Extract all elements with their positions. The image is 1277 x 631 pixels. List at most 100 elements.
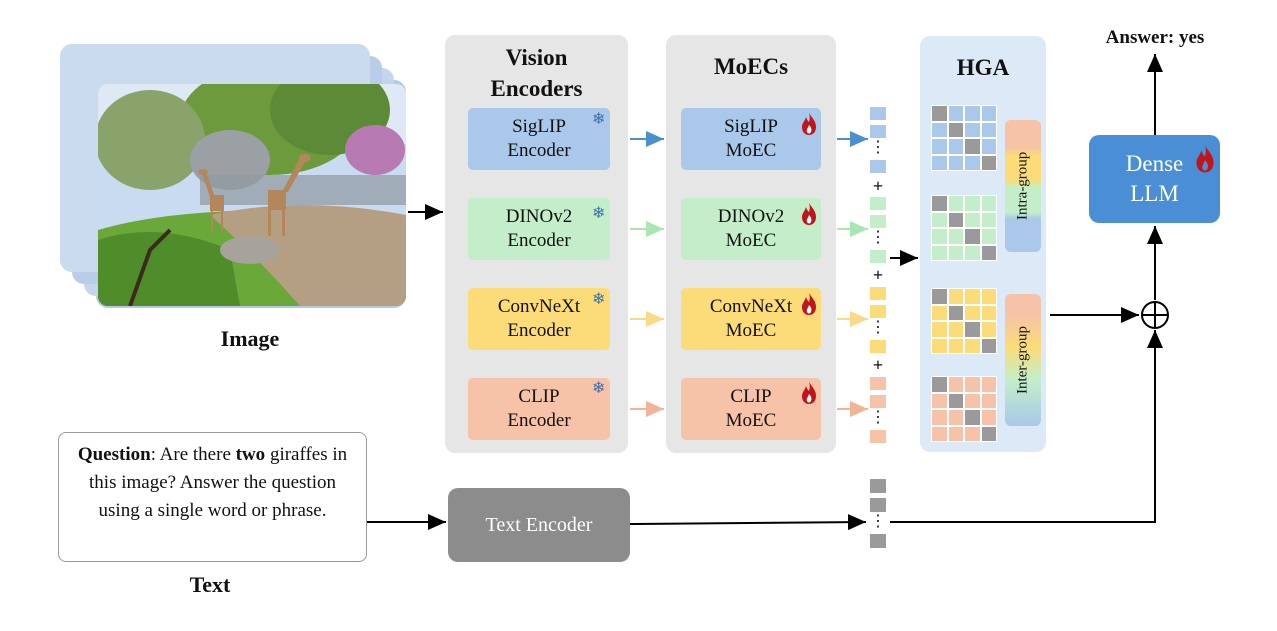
attention-cell xyxy=(964,138,981,155)
attention-cell xyxy=(980,337,997,354)
token-plus: + xyxy=(872,176,884,196)
dinov2-encoder-line2: Encoder xyxy=(507,230,571,251)
attention-cell xyxy=(931,337,948,354)
text-token-ellipsis: ⋮ xyxy=(870,513,886,530)
answer-label: Answer: yes xyxy=(1105,27,1205,48)
vision-encoders-title-line1: Vision xyxy=(505,45,568,70)
attention-cell xyxy=(947,121,964,138)
attention-cell xyxy=(947,376,964,393)
question-text-after: giraffes in this image? Answer the quest… xyxy=(89,444,348,521)
attention-cell xyxy=(931,195,948,212)
attention-cell xyxy=(947,425,964,442)
attention-cell xyxy=(980,154,997,171)
attention-cell xyxy=(947,228,964,245)
attention-cell xyxy=(964,337,981,354)
attention-cell xyxy=(931,138,948,155)
convnext-encoder-line2: Encoder xyxy=(507,320,571,341)
vision-encoders-title-line2: Encoders xyxy=(490,76,583,101)
convnext-encoder-line1: ConvNeXt xyxy=(497,296,581,317)
attention-cell xyxy=(947,321,964,338)
attention-cell xyxy=(980,376,997,393)
fire-icon xyxy=(1196,145,1214,173)
attention-cell xyxy=(947,392,964,409)
convnext-moec-line2: MoEC xyxy=(725,320,777,341)
attention-cell xyxy=(931,376,948,393)
sum-operator-icon xyxy=(1141,301,1169,329)
attention-cell xyxy=(947,211,964,228)
attention-cell xyxy=(980,105,997,122)
attention-cell xyxy=(980,211,997,228)
image-caption: Image xyxy=(220,326,280,351)
attention-cell xyxy=(980,304,997,321)
token-plus: + xyxy=(872,355,884,375)
arrow-text-encoder-to-tokens xyxy=(629,514,867,531)
attention-cell xyxy=(980,288,997,305)
attention-cell xyxy=(947,195,964,212)
dinov2-encoder-line1: DINOv2 xyxy=(505,206,573,227)
attention-cell xyxy=(980,425,997,442)
attention-cell xyxy=(964,392,981,409)
attention-cell xyxy=(931,288,948,305)
dinov2-moec-line1: DINOv2 xyxy=(717,206,785,227)
attention-cell xyxy=(947,105,964,122)
siglip-moec-line1: SigLIP xyxy=(724,116,778,137)
attention-cell xyxy=(947,304,964,321)
attention-cell xyxy=(980,409,997,426)
attention-cell xyxy=(964,304,981,321)
attention-cell xyxy=(947,288,964,305)
moecs-title: MoECs xyxy=(713,54,789,79)
dinov2-moec: DINOv2 MoEC xyxy=(681,198,821,260)
attention-cell xyxy=(964,154,981,171)
attention-cell xyxy=(947,244,964,261)
attention-cell xyxy=(931,154,948,171)
attention-cell xyxy=(964,105,981,122)
attention-matrix xyxy=(931,105,997,171)
dense-llm-line1: Dense xyxy=(1125,151,1184,176)
text-encoder: Text Encoder xyxy=(448,488,630,562)
token-ellipsis: ⋮ xyxy=(870,409,886,426)
attention-matrix xyxy=(931,195,997,261)
attention-matrix xyxy=(931,376,997,442)
attention-cell xyxy=(947,337,964,354)
dinov2-moec-line2: MoEC xyxy=(725,230,777,251)
attention-cell xyxy=(964,409,981,426)
attention-cell xyxy=(964,195,981,212)
question-bold-word: two xyxy=(235,444,266,465)
attention-cell xyxy=(964,244,981,261)
attention-cell xyxy=(964,288,981,305)
attention-cell xyxy=(980,321,997,338)
attention-cell xyxy=(931,304,948,321)
dense-llm-line2: LLM xyxy=(1130,181,1179,206)
convnext-moec: ConvNeXt MoEC xyxy=(681,288,821,350)
attention-cell xyxy=(931,409,948,426)
attention-matrix xyxy=(931,288,997,354)
inter-group-label: Inter-group xyxy=(1005,294,1041,426)
clip-moec-line2: MoEC xyxy=(725,410,777,431)
fire-icon xyxy=(802,113,816,135)
convnext-encoder: ConvNeXt Encoder xyxy=(468,288,610,350)
siglip-moec: SigLIP MoEC xyxy=(681,108,821,170)
siglip-moec-line2: MoEC xyxy=(725,140,777,161)
attention-cell xyxy=(980,392,997,409)
attention-cell xyxy=(931,244,948,261)
attention-cell xyxy=(931,392,948,409)
attention-cell xyxy=(931,211,948,228)
attention-cell xyxy=(964,121,981,138)
attention-cell xyxy=(964,228,981,245)
attention-cell xyxy=(980,138,997,155)
siglip-encoder-line2: Encoder xyxy=(507,140,571,161)
arrow-text-to-sum xyxy=(890,330,1163,523)
clip-encoder-line1: CLIP xyxy=(518,386,560,407)
fire-icon xyxy=(802,203,816,225)
attention-cell xyxy=(964,211,981,228)
attention-cell xyxy=(931,105,948,122)
question-text-before: : Are there xyxy=(150,444,236,465)
question-label: Question xyxy=(77,444,151,465)
intra-group-label: Intra-group xyxy=(1005,120,1041,252)
snowflake-icon: ❄ xyxy=(592,291,606,308)
question-box: Question: Are there two giraffes in this… xyxy=(58,432,367,562)
attention-cell xyxy=(964,425,981,442)
dense-llm: Dense LLM xyxy=(1089,135,1220,223)
